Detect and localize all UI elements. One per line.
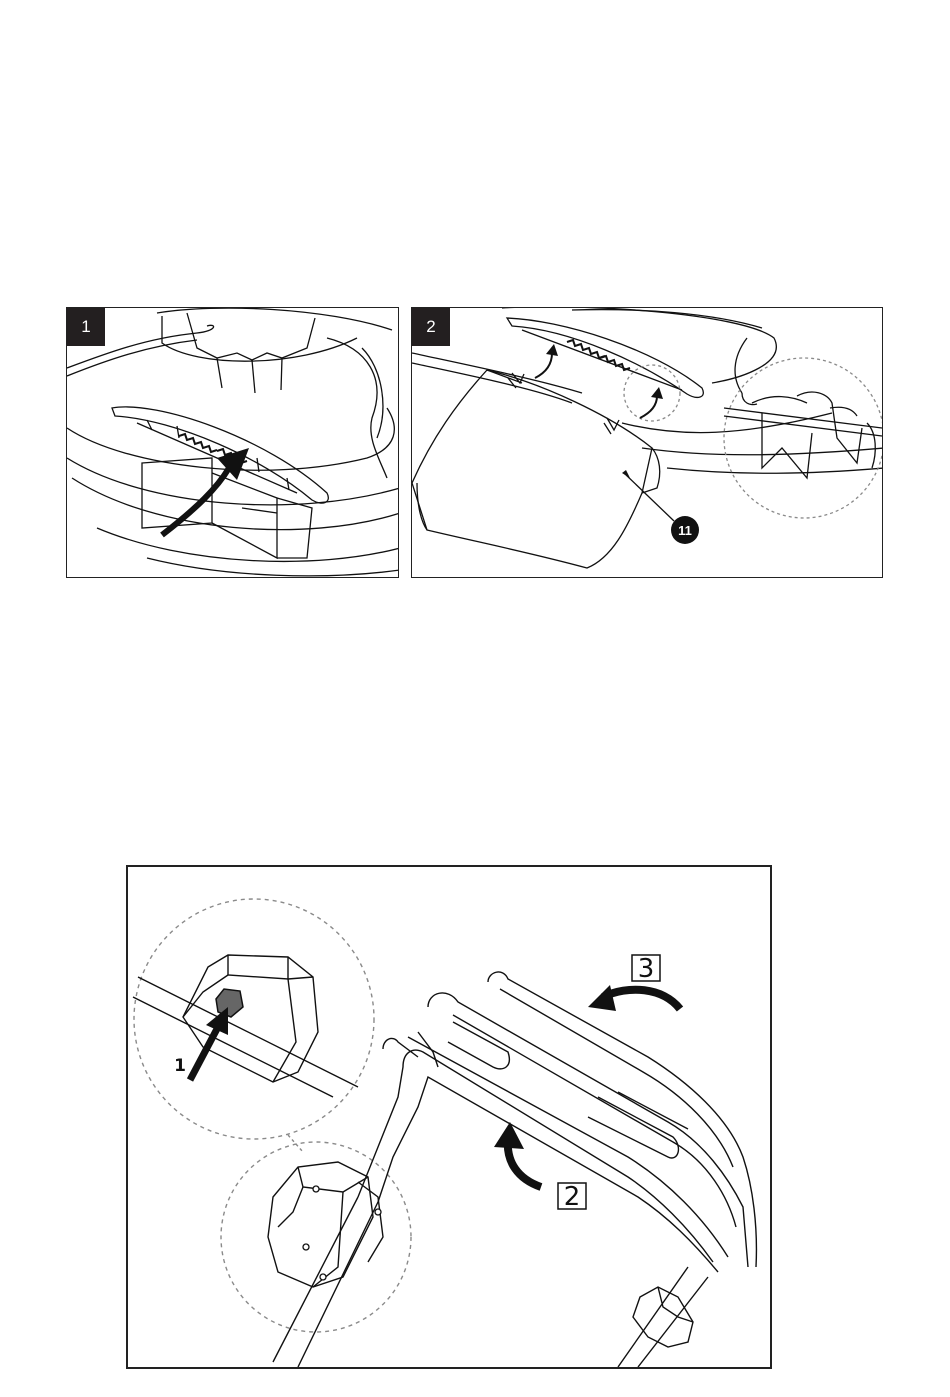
mower-rear-illustration-1 [67, 308, 399, 578]
handle-illustration: 3 2 1 [128, 867, 772, 1369]
step-label-2: 2 [564, 1182, 581, 1212]
step-number-badge: 1 [67, 308, 105, 346]
figure-step-2: 2 [411, 307, 883, 578]
figure-handle-fold: 3 2 1 [126, 865, 772, 1369]
figure-step-1: 1 [66, 307, 399, 578]
part-callout-11: 11 [678, 523, 692, 538]
step-number-badge: 2 [412, 308, 450, 346]
detail-label-1: 1 [174, 1056, 186, 1076]
grass-bag-attach-illustration: 11 [412, 308, 883, 578]
step-label-3: 3 [638, 954, 655, 984]
